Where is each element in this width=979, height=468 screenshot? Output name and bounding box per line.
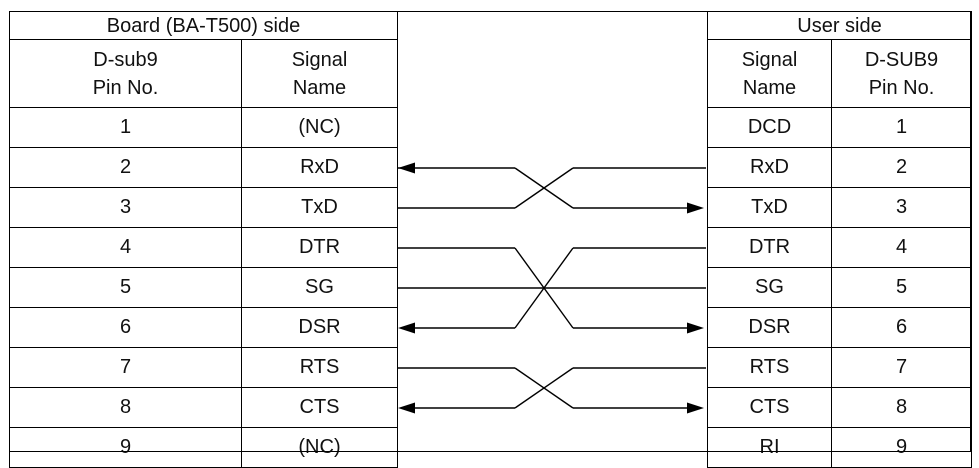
board-signal-cell: TxD (240, 187, 399, 228)
board-row: 9(NC) (9, 427, 399, 468)
user-signal-cell: DSR (707, 307, 832, 348)
user-pin-header-line1: D-SUB9 (864, 48, 939, 71)
user-side-table: User side Signal Name D-SUB9 Pin No. DCD… (706, 11, 973, 468)
user-pin-cell: 5 (830, 267, 973, 308)
user-signal-cell: RTS (707, 347, 832, 388)
user-pin-cell: 6 (830, 307, 973, 348)
board-pin-cell: 4 (9, 227, 242, 268)
board-signal-cell: (NC) (240, 107, 399, 148)
user-signal-header-line1: Signal (741, 48, 798, 71)
user-pin-cell: 3 (830, 187, 973, 228)
arrow-board-rxd (398, 162, 415, 174)
board-signal-cell: SG (240, 267, 399, 308)
board-row: 1(NC) (9, 107, 399, 148)
board-signal-header: Signal Name (240, 39, 399, 108)
board-pin-cell: 5 (9, 267, 242, 308)
user-signal-cell: SG (707, 267, 832, 308)
board-signal-header-line1: Signal (291, 48, 348, 71)
wire-rxd-cross (514, 167, 574, 209)
user-pin-cell: 2 (830, 147, 973, 188)
board-pin-cell: 3 (9, 187, 242, 228)
arrow-board-cts (398, 402, 415, 414)
user-signal-cell: RI (707, 427, 832, 468)
arrow-board-dsr (398, 322, 415, 334)
board-pin-header-line2: Pin No. (92, 76, 159, 99)
user-signal-cell: TxD (707, 187, 832, 228)
wire-dsr-cross (514, 247, 574, 329)
board-signal-cell: DTR (240, 227, 399, 268)
user-pin-cell: 1 (830, 107, 973, 148)
board-pin-cell: 8 (9, 387, 242, 428)
user-signal-cell: DTR (707, 227, 832, 268)
user-pin-header: D-SUB9 Pin No. (830, 39, 973, 108)
board-signal-header-line2: Name (292, 76, 347, 99)
board-signal-cell: (NC) (240, 427, 399, 468)
user-signal-header: Signal Name (707, 39, 832, 108)
wire-txd-cross (514, 167, 574, 209)
user-signal-header-line2: Name (742, 76, 797, 99)
wire-dtr-cross (514, 247, 574, 329)
board-pin-cell: 7 (9, 347, 242, 388)
board-pin-header-line1: D-sub9 (93, 48, 158, 71)
board-side-title: Board (BA-T500) side (8, 11, 399, 40)
user-signal-cell: DCD (707, 107, 832, 148)
user-pin-cell: 7 (830, 347, 973, 388)
board-pin-header: D-sub9 Pin No. (9, 39, 242, 108)
wire-cts-cross (514, 367, 574, 409)
user-signal-cell: RxD (707, 147, 832, 188)
user-signal-cell: CTS (707, 387, 832, 428)
board-signal-cell: CTS (240, 387, 399, 428)
board-pin-cell: 6 (9, 307, 242, 348)
arrow-user-txd (687, 202, 704, 214)
board-signal-cell: DSR (240, 307, 399, 348)
user-side-title: User side (706, 11, 973, 40)
user-pin-cell: 4 (830, 227, 973, 268)
board-signal-cell: RTS (240, 347, 399, 388)
user-pin-cell: 8 (830, 387, 973, 428)
user-pin-header-line2: Pin No. (868, 76, 935, 99)
board-pin-cell: 9 (9, 427, 242, 468)
board-side-table: Board (BA-T500) side D-sub9 Pin No. Sign… (8, 11, 399, 468)
arrow-user-cts (687, 402, 704, 414)
arrow-user-dsr (687, 322, 704, 334)
board-pin-cell: 1 (9, 107, 242, 148)
user-pin-cell: 9 (830, 427, 973, 468)
board-signal-cell: RxD (240, 147, 399, 188)
wire-rts-cross (514, 367, 574, 409)
board-pin-cell: 2 (9, 147, 242, 188)
